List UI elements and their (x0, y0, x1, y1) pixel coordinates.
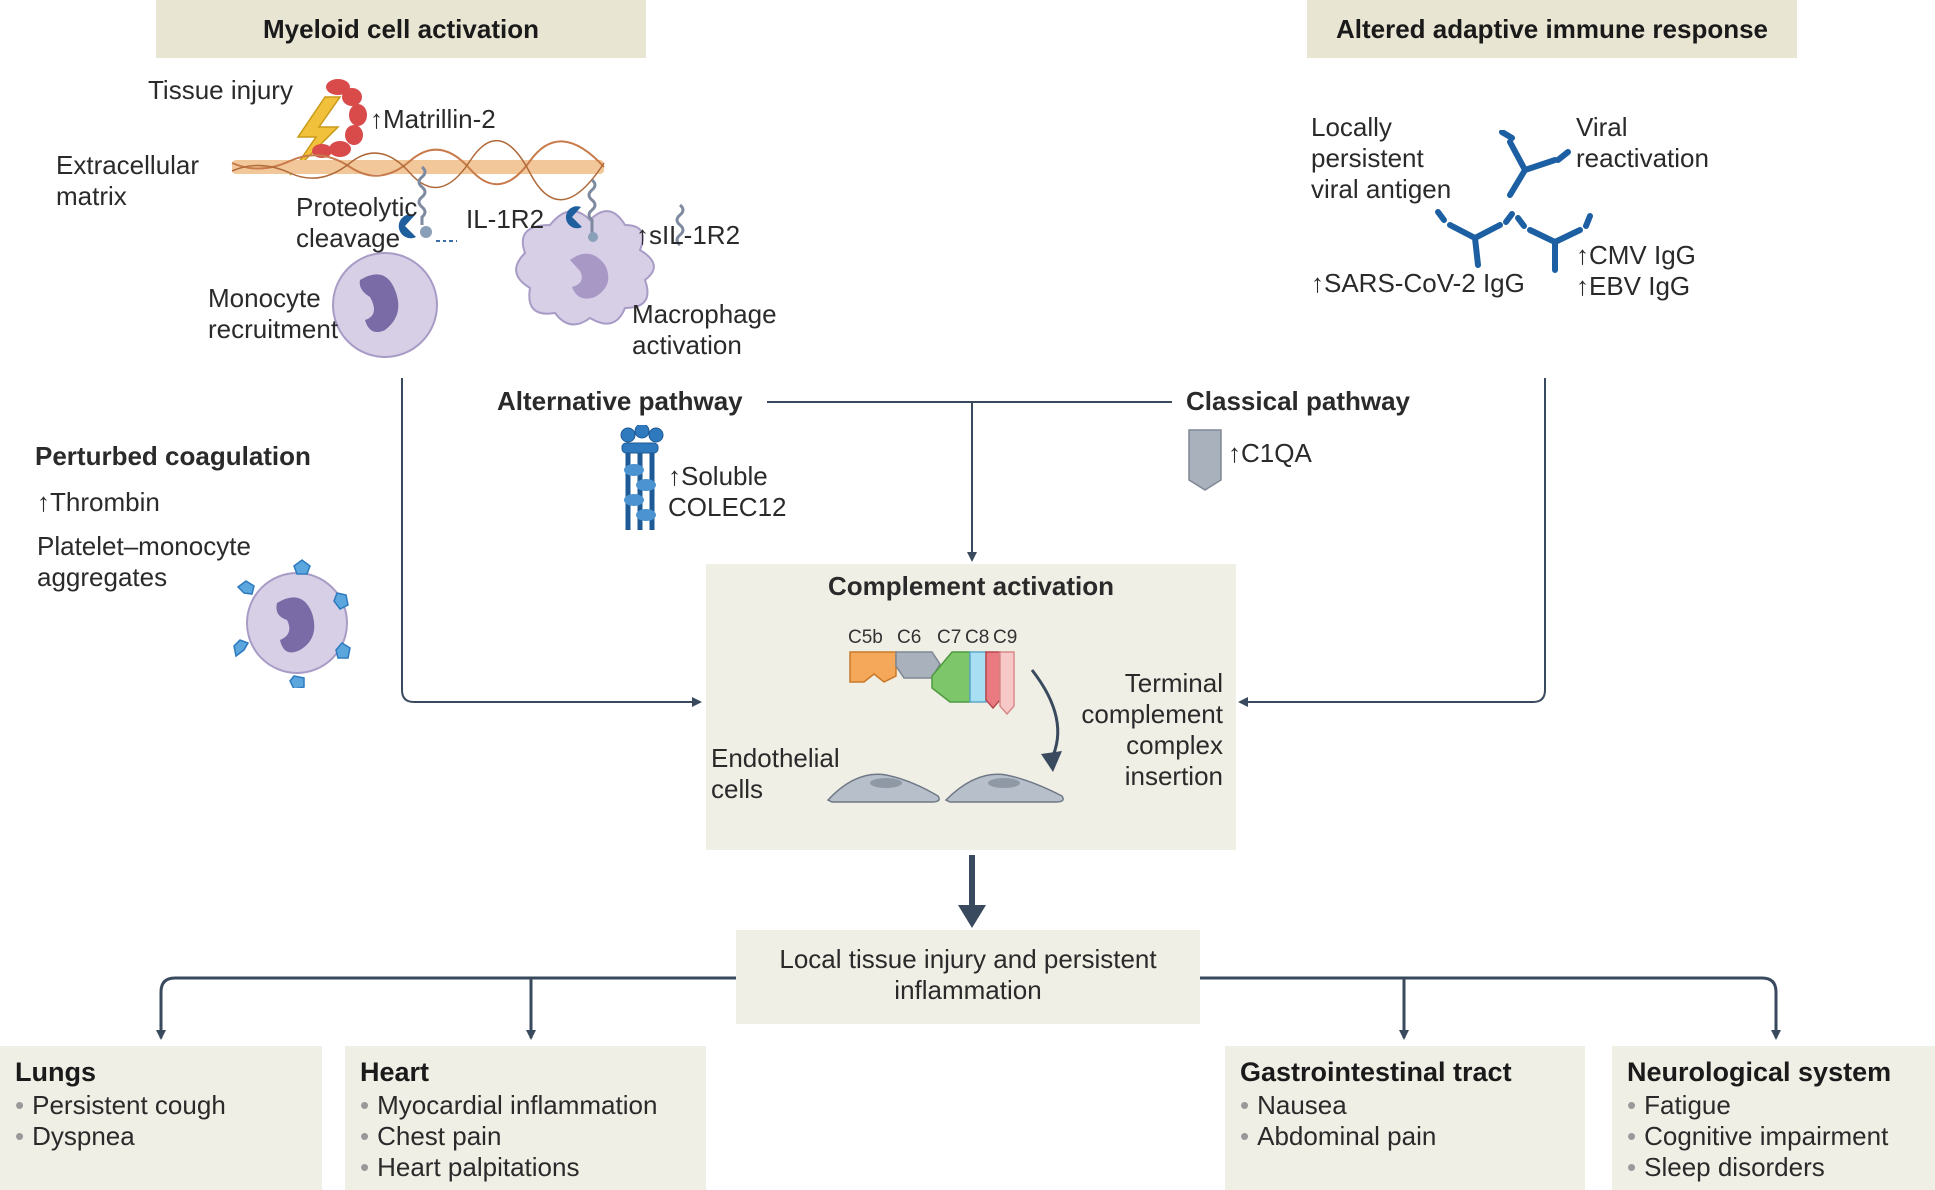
monocyte-label: Monocyte recruitment (208, 283, 339, 344)
platelet-monocyte-icon (233, 559, 351, 688)
c8-beta-icon (969, 651, 987, 703)
aggregates-label: Platelet–monocyte aggregates (37, 531, 251, 592)
c7-label: C7 (937, 627, 962, 648)
symptom-item: Chest pain (360, 1121, 706, 1152)
myeloid-illustration (231, 79, 685, 358)
coagulation-title: Perturbed coagulation (35, 441, 311, 471)
symptom-item: Dyspnea (15, 1121, 322, 1152)
outcome-label: Local tissue injury and persistent infla… (779, 944, 1157, 1005)
outcome-box (736, 930, 1200, 1024)
c5b-label: C5b (848, 627, 883, 648)
terminal-label: Terminal complement complex insertion (1081, 668, 1223, 791)
viral-reactivation-label: Viral reactivation (1576, 112, 1709, 173)
il1r2-receptor-icon (398, 165, 457, 242)
symptom-item: Sleep disorders (1627, 1152, 1935, 1183)
macrophage-nucleus-icon (570, 253, 609, 299)
monocyte-icon (332, 252, 438, 358)
macrophage-receptor-icon (565, 178, 598, 242)
tissue-injury-label: Tissue injury (148, 75, 293, 105)
branch-right (1200, 976, 1781, 1040)
alternative-pathway-label: Alternative pathway (497, 386, 743, 416)
ecm-label: Extracellular matrix (56, 150, 200, 211)
sil1r2-icon (675, 203, 685, 247)
c9-label: C9 (993, 627, 1018, 648)
symptom-item: Cognitive impairment (1627, 1121, 1935, 1152)
myeloid-header: Myeloid cell activation (156, 0, 646, 58)
c9-icon (999, 651, 1015, 716)
endothelial-cells-icon (826, 773, 1064, 803)
endothelial-label: Endothelial cells (711, 743, 840, 804)
complement-to-injury-arrowhead (958, 905, 986, 928)
soluble-colec12-label: ↑Soluble COLEC12 (668, 461, 787, 522)
antibody-group (1435, 130, 1593, 273)
myeloid-header-label: Myeloid cell activation (263, 13, 539, 44)
organ-box-neuro: Neurological system Fatigue Cognitive im… (1612, 1046, 1935, 1190)
antigen-label: Locally persistent viral antigen (1311, 112, 1452, 204)
c1qa-icon (1188, 429, 1222, 491)
symptom-item: Nausea (1240, 1090, 1585, 1121)
organ-box-gi: Gastrointestinal tract Nausea Abdominal … (1225, 1046, 1585, 1190)
proteolytic-label: Proteolytic cleavage (296, 192, 418, 253)
c5b-icon (849, 651, 897, 683)
symptom-item: Abdominal pain (1240, 1121, 1585, 1152)
matrillin-icon (312, 79, 367, 158)
macrophage-label: Macrophage activation (632, 299, 777, 360)
extracellular-matrix-icon (231, 139, 605, 201)
organ-title-lungs: Lungs (15, 1057, 96, 1087)
sars-igg-label: ↑SARS-CoV-2 IgG (1311, 268, 1525, 298)
organ-title-heart: Heart (360, 1057, 430, 1087)
c1qa-label: ↑C1QA (1228, 438, 1312, 468)
cmv-ebv-label: ↑CMV IgG ↑EBV IgG (1576, 240, 1696, 301)
organ-box-lungs: Lungs Persistent cough Dyspnea (0, 1046, 322, 1190)
antibody-icon (1435, 130, 1593, 273)
symptom-item: Myocardial inflammation (360, 1090, 706, 1121)
c8-label: C8 (965, 627, 990, 648)
branch-left (156, 976, 737, 1040)
insertion-arrow (1030, 669, 1060, 761)
myeloid-to-complement-connector (401, 378, 702, 707)
organ-box-heart: Heart Myocardial inflammation Chest pain… (345, 1046, 706, 1190)
classical-pathway-label: Classical pathway (1186, 386, 1410, 416)
adaptive-header-label: Altered adaptive immune response (1335, 13, 1769, 44)
organ-title-neuro: Neurological system (1627, 1057, 1892, 1087)
thrombin-label: ↑Thrombin (37, 487, 160, 517)
symptom-item: Heart palpitations (360, 1152, 706, 1183)
sil1r2-label: ↑sIL-1R2 (636, 220, 741, 250)
il1r2-label: IL-1R2 (466, 204, 545, 234)
terminal-complex-icon (826, 651, 1064, 803)
symptom-item: Fatigue (1627, 1090, 1935, 1121)
c8-alpha-icon (985, 651, 1001, 710)
colec12-icon (620, 425, 664, 530)
adaptive-header: Altered adaptive immune response (1307, 0, 1797, 58)
adaptive-to-complement-connector (1238, 378, 1546, 707)
matrillin-label: ↑Matrillin-2 (370, 104, 496, 134)
symptom-item: Persistent cough (15, 1090, 322, 1121)
complement-title: Complement activation (827, 571, 1115, 601)
c6-label: C6 (897, 627, 922, 648)
organ-title-gi: Gastrointestinal tract (1240, 1057, 1512, 1087)
